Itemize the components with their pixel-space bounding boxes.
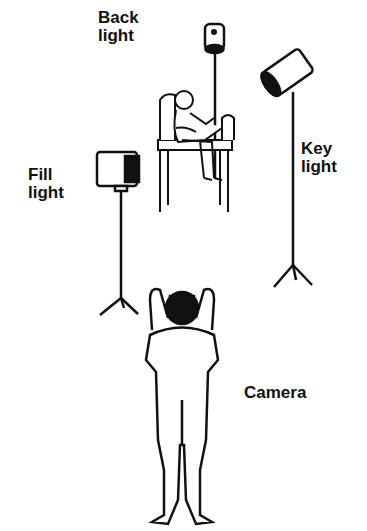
back-light bbox=[205, 24, 224, 178]
key-light-part bbox=[293, 265, 312, 285]
camera-operator-part bbox=[166, 292, 198, 324]
camera-label: Camera bbox=[244, 384, 306, 402]
fill-light-part bbox=[120, 188, 123, 298]
fill-light-part bbox=[121, 298, 138, 314]
seated-subject-part bbox=[175, 91, 193, 109]
light-label: Key light bbox=[301, 140, 337, 177]
camera-operator-part bbox=[181, 400, 184, 445]
seated-subject-part bbox=[174, 110, 222, 142]
fill-light-part bbox=[125, 156, 139, 182]
camera-operator bbox=[146, 289, 218, 524]
back-light-part bbox=[211, 29, 217, 35]
fill-light-part bbox=[121, 298, 124, 308]
fill-light-part bbox=[100, 298, 121, 315]
key-light-part bbox=[258, 48, 314, 99]
seated-subject-part bbox=[160, 94, 175, 140]
seated-subject-part bbox=[182, 140, 222, 180]
fill-light bbox=[97, 152, 139, 315]
camera-operator-part bbox=[146, 328, 218, 525]
seated-subject-part bbox=[176, 128, 196, 133]
key-light-part bbox=[293, 265, 296, 280]
camera-operator-part bbox=[170, 296, 194, 305]
seated-subject-part bbox=[190, 113, 214, 124]
key-light-part bbox=[292, 92, 295, 265]
light-label: Back light bbox=[98, 9, 139, 46]
seated-subject-part bbox=[222, 115, 234, 140]
key-light-part bbox=[274, 265, 293, 287]
key-light-part-part bbox=[258, 69, 284, 99]
light-label: Fill light bbox=[28, 166, 64, 203]
back-light-part bbox=[206, 45, 224, 53]
fill-light-part bbox=[115, 186, 127, 191]
seated-subject-part bbox=[160, 150, 228, 212]
seated-subject bbox=[158, 91, 234, 212]
back-light-part bbox=[214, 52, 217, 178]
